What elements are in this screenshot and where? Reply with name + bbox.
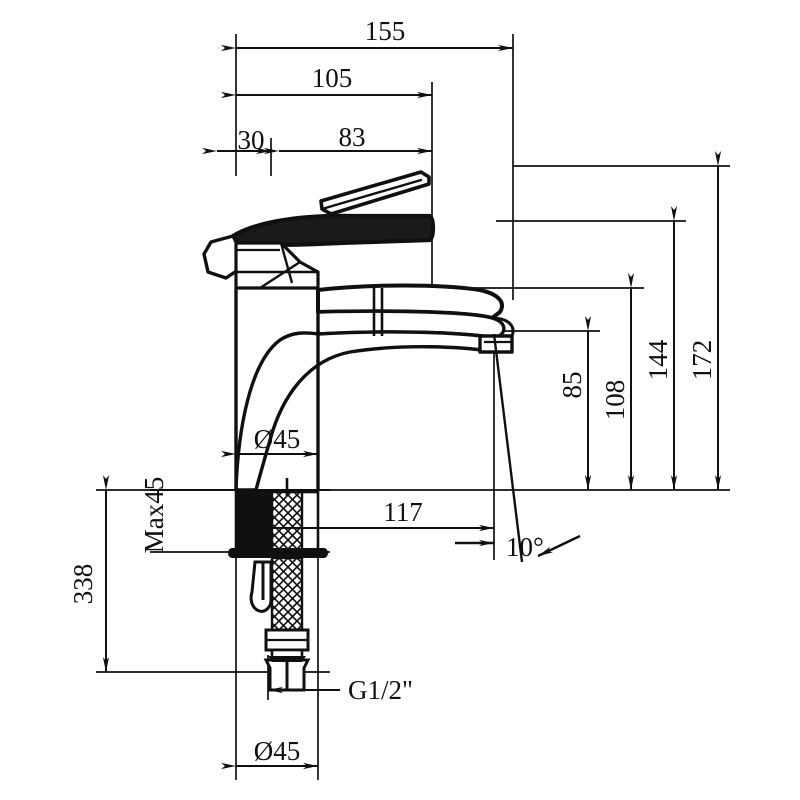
label-117: 117 (383, 497, 423, 527)
hose-upper (270, 490, 304, 554)
label-max45: Max45 (139, 477, 169, 554)
handle-lever (319, 170, 431, 216)
extension-lines (96, 34, 730, 780)
fixing-washer (232, 548, 324, 558)
handle-cap (230, 213, 436, 247)
clamp-bolt (249, 560, 273, 613)
label-172: 172 (687, 340, 717, 381)
label-g12: G1/2" (348, 675, 413, 705)
spout-split-lines (372, 288, 384, 336)
angle-10-indicator (455, 333, 581, 563)
label-108: 108 (600, 380, 630, 421)
faucet-outline (202, 170, 515, 492)
spout-lower-body (234, 330, 498, 492)
label-85: 85 (557, 372, 587, 399)
label-83: 83 (339, 122, 366, 152)
label-30: 30 (238, 125, 265, 155)
label-144: 144 (643, 339, 673, 380)
hex-nut-g12 (263, 658, 311, 692)
hose-lower (270, 556, 304, 632)
label-338: 338 (68, 564, 98, 605)
mounting-assembly (228, 478, 328, 692)
dimension-lines (102, 44, 722, 770)
label-105: 105 (312, 63, 353, 93)
label-d45-base: Ø45 (254, 736, 301, 766)
label-155: 155 (365, 16, 406, 46)
label-d45-body: Ø45 (254, 424, 301, 454)
dimension-labels: 155 105 30 83 Ø45 117 10° G1/2" Ø45 85 1… (68, 16, 717, 766)
shank-block (236, 492, 276, 552)
label-10deg: 10° (506, 532, 544, 562)
cartridge-collar (234, 241, 320, 290)
